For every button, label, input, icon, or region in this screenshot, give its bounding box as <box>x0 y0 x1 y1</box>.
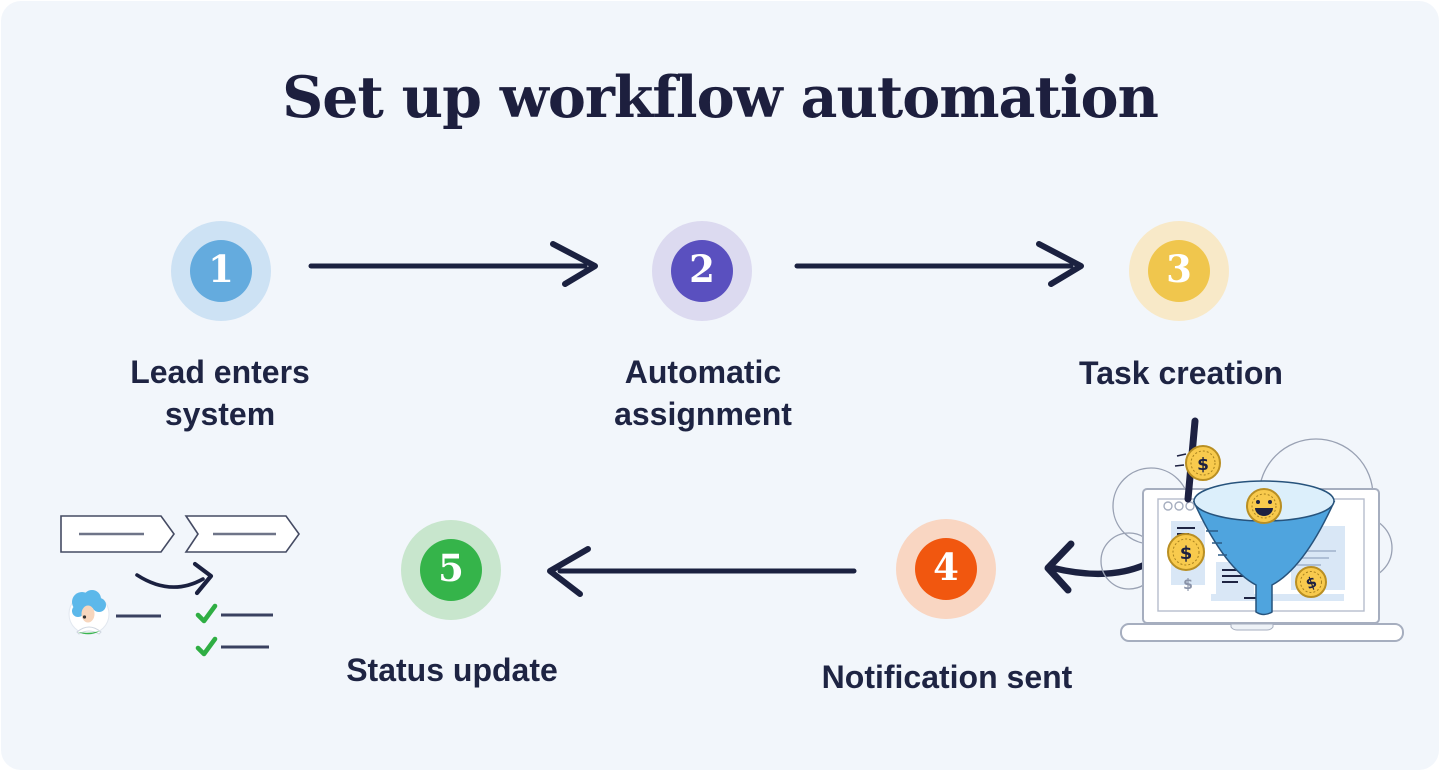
step-1-number: 1 <box>208 246 234 291</box>
step-2-number: 2 <box>689 246 715 291</box>
step-4-circle: 4 <box>896 519 996 619</box>
laptop-base <box>1120 623 1404 642</box>
step-4-label: Notification sent <box>821 659 1073 695</box>
svg-text:$: $ <box>1197 455 1209 475</box>
coin-icon: $ <box>1295 566 1327 598</box>
arrow-step1-to-step2-icon <box>308 241 598 287</box>
funnel-laptop-illustration: $ $ $ $ <box>1100 417 1404 642</box>
arrow-step2-to-step3-icon <box>794 241 1084 287</box>
step-4-badge: 4 <box>915 538 977 600</box>
step-1-circle: 1 <box>171 221 271 321</box>
coin-icon: $ $ <box>1167 533 1205 593</box>
coin-icon: $ <box>1174 445 1221 481</box>
curved-arrow-icon <box>135 561 214 596</box>
step-1-label: Lead enters system <box>130 354 310 432</box>
step-5-circle: 5 <box>401 520 501 620</box>
avatar <box>68 590 110 635</box>
step-4-number: 4 <box>933 544 959 589</box>
step-1-badge: 1 <box>190 240 252 302</box>
step-5-number: 5 <box>438 545 464 590</box>
svg-text:$: $ <box>1180 543 1193 564</box>
checklist-illustration <box>60 515 300 657</box>
step-3-label: Task creation <box>1079 355 1283 391</box>
step-2-circle: 2 <box>652 221 752 321</box>
step-2-badge: 2 <box>671 240 733 302</box>
page-title: Set up workflow automation <box>282 63 1159 131</box>
step-3-number: 3 <box>1166 246 1192 291</box>
step-3-circle: 3 <box>1129 221 1229 321</box>
checkmark-icon <box>195 603 218 657</box>
step-3-badge: 3 <box>1148 240 1210 302</box>
step-2-label: Automatic assignment <box>614 354 792 432</box>
svg-text:$: $ <box>1183 577 1193 593</box>
step-5-label: Status update <box>346 652 558 688</box>
step-5-badge: 5 <box>420 539 482 601</box>
arrow-step4-to-step5-icon <box>547 546 857 597</box>
smiley-coin-icon <box>1246 488 1282 524</box>
workflow-banner-icon <box>60 515 300 553</box>
